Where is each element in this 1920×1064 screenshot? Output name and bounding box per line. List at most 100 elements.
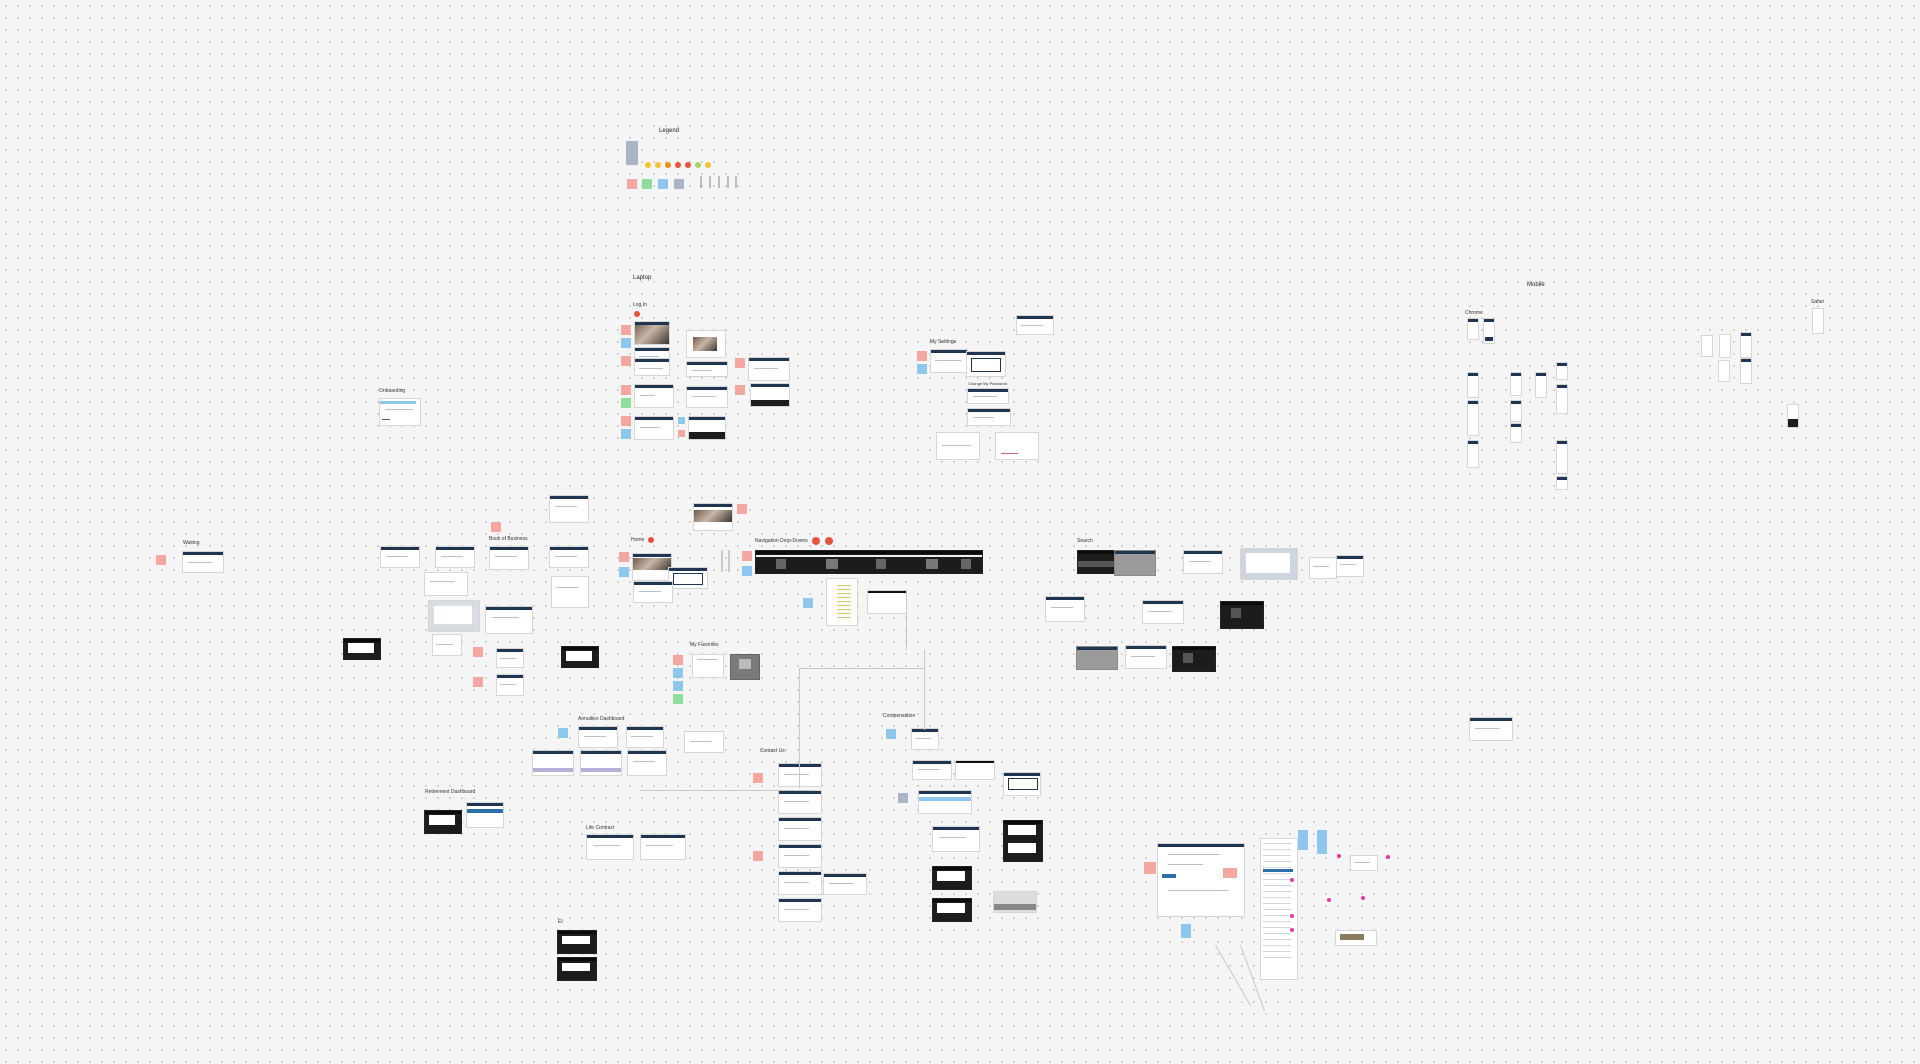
annuities-frame[interactable] (626, 726, 664, 748)
life-contract-frame[interactable] (586, 834, 634, 860)
book-of-business-frame[interactable] (496, 674, 524, 696)
book-of-business-frame[interactable] (489, 546, 529, 570)
book-of-business-frame[interactable] (551, 576, 589, 608)
mobile-chrome-frame[interactable] (1556, 362, 1568, 380)
book-of-business-frame[interactable] (432, 634, 462, 656)
contact-us-frame[interactable] (778, 871, 822, 895)
sticky-note[interactable] (735, 358, 745, 368)
annuities-frame[interactable] (627, 750, 667, 776)
change-password-frame[interactable] (967, 388, 1009, 404)
mobile-frame[interactable] (1701, 335, 1713, 357)
book-of-business-frame[interactable] (435, 546, 475, 568)
login-screen-frame[interactable] (688, 416, 726, 440)
mobile-frame[interactable] (1740, 358, 1752, 384)
my-favorites-frame[interactable] (692, 654, 724, 678)
navigation-list-frame[interactable] (826, 578, 858, 626)
compensation-frame[interactable] (912, 760, 952, 780)
sticky-note[interactable] (621, 416, 631, 426)
sticky-note[interactable] (673, 681, 683, 691)
mobile-chrome-frame[interactable] (1510, 423, 1522, 443)
sticky-note[interactable] (1144, 862, 1156, 874)
compensation-frame[interactable] (918, 790, 972, 814)
login-screen-frame[interactable] (634, 416, 674, 440)
sticky-note[interactable] (742, 551, 752, 561)
search-frame[interactable] (1336, 555, 1364, 577)
mobile-frame[interactable] (1740, 332, 1752, 358)
search-grey-frame[interactable] (1114, 550, 1156, 576)
sticky-note[interactable] (621, 398, 631, 408)
legend-sticky-blue[interactable] (658, 179, 668, 189)
mobile-chrome-frame[interactable] (1467, 400, 1479, 436)
settings-top-frame[interactable] (1016, 315, 1054, 335)
sticky-note[interactable] (156, 555, 166, 565)
login-screen-frame[interactable] (686, 361, 728, 377)
settings-modal-frame[interactable] (995, 432, 1039, 460)
my-settings-frame[interactable] (966, 351, 1006, 377)
compensation-frame[interactable] (993, 891, 1037, 913)
login-screen-frame[interactable] (686, 386, 728, 408)
ei-dark-frame[interactable] (557, 930, 597, 954)
contact-us-frame[interactable] (823, 873, 867, 895)
sticky-note[interactable] (491, 522, 501, 532)
flow-frame[interactable] (1469, 717, 1513, 741)
home-modal-frame[interactable] (668, 567, 708, 589)
sticky-note[interactable] (678, 417, 685, 424)
search-frame[interactable] (1045, 596, 1085, 622)
login-screen-frame[interactable] (634, 358, 670, 376)
login-hero-frame[interactable] (634, 321, 670, 345)
mobile-chrome-frame[interactable] (1556, 440, 1568, 474)
book-of-business-frame[interactable] (496, 648, 524, 668)
flow-large-frame[interactable] (1157, 843, 1245, 917)
navigation-frame[interactable] (867, 590, 907, 614)
mobile-chrome-frame[interactable] (1467, 318, 1479, 340)
contact-us-frame[interactable] (778, 763, 822, 787)
book-of-business-dark-frame[interactable] (343, 638, 381, 660)
sticky-note[interactable] (621, 429, 631, 439)
annuities-frame[interactable] (532, 750, 574, 776)
annuities-frame[interactable] (578, 726, 618, 748)
compensation-dark-frame[interactable] (932, 898, 972, 922)
contact-us-frame[interactable] (778, 844, 822, 868)
sticky-note[interactable] (917, 364, 927, 374)
compensation-dark-frame[interactable] (932, 866, 972, 890)
contact-us-frame[interactable] (778, 898, 822, 922)
sticky-note[interactable] (473, 677, 483, 687)
compensation-frame[interactable] (955, 760, 995, 780)
login-screen-frame[interactable] (750, 383, 790, 407)
settings-modal-frame[interactable] (936, 432, 980, 460)
change-password-frame[interactable] (967, 408, 1011, 426)
compensation-frame[interactable] (911, 728, 939, 750)
book-of-business-frame[interactable] (549, 546, 589, 568)
navigation-drop-down-strip[interactable] (755, 550, 983, 574)
mobile-chrome-frame[interactable] (1556, 476, 1568, 490)
contact-us-frame[interactable] (778, 817, 822, 841)
legend-sticky-red[interactable] (627, 179, 637, 189)
compensation-frame[interactable] (932, 826, 980, 852)
book-of-business-frame[interactable] (485, 606, 533, 634)
sticky-note[interactable] (1317, 830, 1327, 854)
mobile-frame[interactable] (1718, 360, 1730, 382)
home-frame[interactable] (633, 581, 673, 603)
mobile-chrome-frame[interactable] (1556, 384, 1568, 414)
annuities-frame[interactable] (580, 750, 622, 776)
mobile-safari-frame[interactable] (1812, 308, 1824, 334)
sticky-note[interactable] (898, 793, 908, 803)
login-photo-frame[interactable] (686, 330, 726, 358)
book-of-business-frame[interactable] (549, 495, 589, 523)
book-of-business-frame[interactable] (380, 546, 420, 568)
sticky-note[interactable] (619, 552, 629, 562)
annuities-frame[interactable] (684, 731, 724, 753)
sticky-note[interactable] (673, 694, 683, 704)
ei-dark-frame[interactable] (557, 957, 597, 981)
compensation-dark-frame[interactable] (1003, 820, 1043, 862)
sticky-note[interactable] (737, 504, 747, 514)
search-dark-frame[interactable] (1172, 646, 1216, 672)
sticky-note[interactable] (886, 729, 896, 739)
book-of-business-dark-frame[interactable] (561, 646, 599, 668)
sticky-note[interactable] (753, 773, 763, 783)
search-dark-frame[interactable] (1220, 601, 1264, 629)
search-frame[interactable] (1125, 645, 1167, 669)
home-hero-frame[interactable] (693, 503, 733, 531)
login-screen-frame[interactable] (634, 384, 674, 408)
legend-sticky-green[interactable] (642, 179, 652, 189)
